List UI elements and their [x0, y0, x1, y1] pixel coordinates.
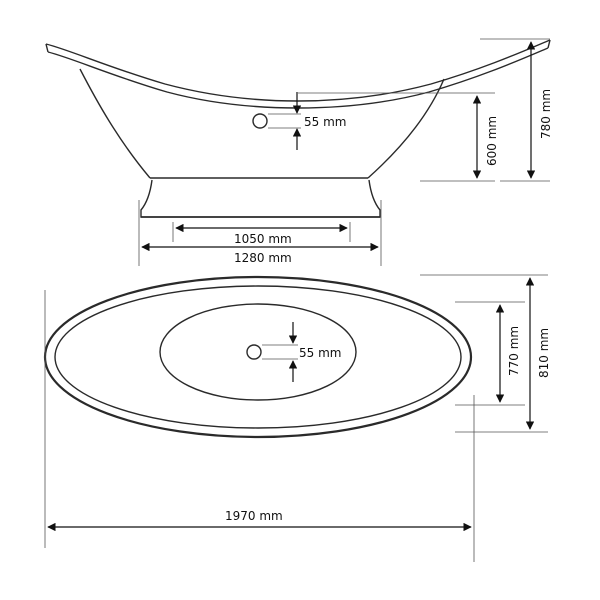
- total-length-label: 1970 mm: [225, 509, 283, 523]
- tub-rim-bottom: [47, 47, 549, 109]
- tub-body-left-side: [79, 68, 151, 179]
- tub-basin: [159, 303, 357, 401]
- top-drain-hole: [246, 344, 262, 360]
- tub-rim-left-end: [45, 43, 49, 53]
- top-view: 55 mm 770 mm 810 mm 1970 mm: [43, 274, 551, 562]
- tub-rim-top: [45, 39, 551, 102]
- side-drain-label: 55 mm: [304, 115, 346, 129]
- side-drain-hole: [252, 113, 268, 129]
- total-width-label: 810 mm: [537, 328, 551, 378]
- tub-body-right-side: [367, 78, 445, 179]
- inner-width-label: 770 mm: [507, 326, 521, 376]
- tub-rim-right-end: [547, 39, 551, 49]
- inner-height-label: 600 mm: [485, 116, 499, 166]
- pedestal-outer-label: 1280 mm: [234, 251, 292, 265]
- top-drain-label: 55 mm: [299, 346, 341, 360]
- side-view: 55 mm 600 mm 780 mm 1050 mm 1280 mm: [45, 38, 553, 266]
- pedestal: [140, 179, 381, 218]
- pedestal-inner-label: 1050 mm: [234, 232, 292, 246]
- total-height-label: 780 mm: [539, 89, 553, 139]
- tub-inner-rim: [54, 285, 462, 429]
